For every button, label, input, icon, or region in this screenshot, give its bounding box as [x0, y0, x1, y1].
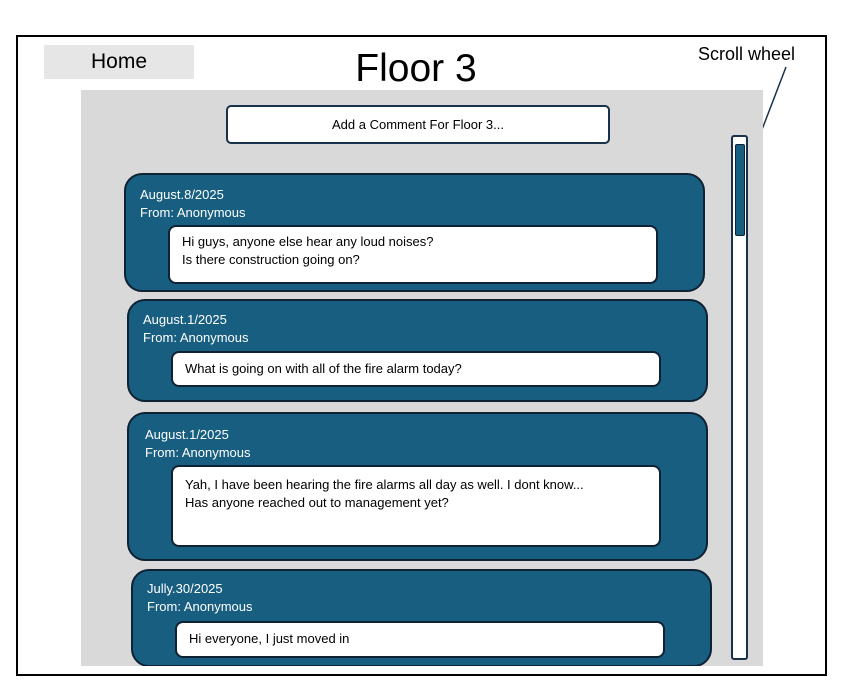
comment-card: August.8/2025 From: Anonymous Hi guys, a…	[124, 173, 705, 292]
comment-author: From: Anonymous	[143, 330, 249, 345]
comment-text-line: Yah, I have been hearing the fire alarms…	[185, 477, 584, 492]
comment-card: August.1/2025 From: Anonymous Yah, I hav…	[127, 412, 708, 561]
comment-body: What is going on with all of the fire al…	[171, 351, 661, 387]
home-button[interactable]: Home	[44, 45, 194, 79]
comment-body: Yah, I have been hearing the fire alarms…	[171, 465, 661, 547]
comment-card: Jully.30/2025 From: Anonymous Hi everyon…	[131, 569, 712, 666]
comment-author: From: Anonymous	[140, 205, 246, 220]
comment-text-line: Hi everyone, I just moved in	[189, 631, 350, 646]
comments-panel: Add a Comment For Floor 3... August.8/20…	[81, 90, 763, 666]
comment-date: August.8/2025	[140, 187, 224, 202]
comment-author: From: Anonymous	[145, 445, 251, 460]
comment-author: From: Anonymous	[147, 599, 253, 614]
scroll-thumb[interactable]	[735, 144, 745, 236]
scroll-wheel-annotation: Scroll wheel	[698, 44, 796, 64]
comment-text-line: Hi guys, anyone else hear any loud noise…	[182, 234, 434, 249]
comment-date: August.1/2025	[145, 427, 229, 442]
comment-text-line: What is going on with all of the fire al…	[185, 361, 462, 376]
comment-date: August.1/2025	[143, 312, 227, 327]
comment-text-line: Is there construction going on?	[182, 252, 360, 267]
comment-text-line: Has anyone reached out to management yet…	[185, 495, 449, 510]
comment-body: Hi everyone, I just moved in	[175, 621, 665, 658]
comment-date: Jully.30/2025	[147, 581, 223, 596]
page-title: Floor 3	[355, 47, 477, 90]
comment-body: Hi guys, anyone else hear any loud noise…	[168, 225, 658, 284]
add-comment-button[interactable]: Add a Comment For Floor 3...	[226, 105, 610, 144]
comment-card: August.1/2025 From: Anonymous What is go…	[127, 299, 708, 402]
scrollbar[interactable]	[731, 135, 748, 660]
